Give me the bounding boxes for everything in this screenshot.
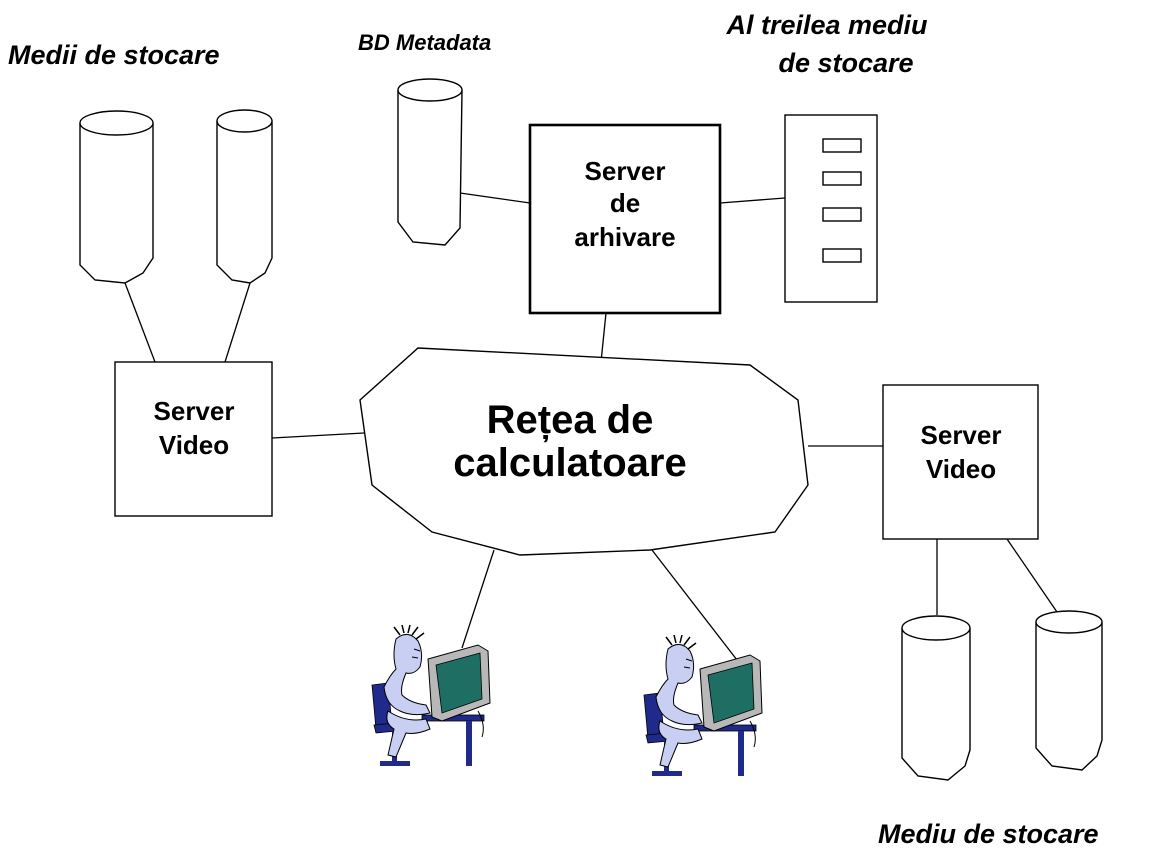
desk-icon bbox=[421, 714, 485, 766]
label-storage-left: Medii de stocare bbox=[8, 40, 220, 70]
person-icon bbox=[655, 634, 703, 768]
label-video-server-right-line2: Video bbox=[926, 454, 996, 484]
storage-cylinder-left-2 bbox=[216, 109, 273, 284]
label-archive-server-line1: Server bbox=[585, 156, 666, 186]
metadata-db-cylinder bbox=[397, 78, 463, 246]
video-server-left-box bbox=[114, 361, 273, 517]
label-third-storage-line1: Al treilea mediu bbox=[725, 10, 928, 40]
label-network-line2: calculatoare bbox=[453, 441, 686, 485]
network-cloud bbox=[359, 347, 809, 556]
storage-cylinder-right-2 bbox=[1035, 610, 1103, 771]
storage-cylinder-right-1 bbox=[901, 615, 971, 781]
storage-cylinder-left-1 bbox=[79, 110, 154, 284]
label-video-server-left-line1: Server bbox=[154, 396, 235, 426]
user-workstation-2 bbox=[643, 634, 763, 776]
label-storage-right: Mediu de stocare bbox=[878, 819, 1099, 849]
archive-server-box bbox=[528, 123, 722, 315]
desk-icon bbox=[693, 724, 757, 776]
label-archive-server-line3: arhivare bbox=[574, 222, 675, 252]
video-server-right-box bbox=[882, 384, 1039, 540]
monitor-icon bbox=[699, 654, 763, 748]
label-third-storage-line2: de stocare bbox=[778, 48, 913, 78]
label-archive-server-line2: de bbox=[610, 188, 640, 218]
person-icon bbox=[383, 624, 431, 758]
user-workstation-1 bbox=[371, 624, 491, 766]
tape-library bbox=[784, 114, 878, 303]
label-video-server-left-line2: Video bbox=[159, 430, 229, 460]
label-metadata-db: BD Metadata bbox=[358, 30, 491, 55]
label-network-line1: Rețea de bbox=[487, 398, 654, 442]
label-video-server-right-line1: Server bbox=[921, 420, 1002, 450]
connection-lines bbox=[124, 192, 1058, 661]
monitor-icon bbox=[427, 644, 491, 738]
